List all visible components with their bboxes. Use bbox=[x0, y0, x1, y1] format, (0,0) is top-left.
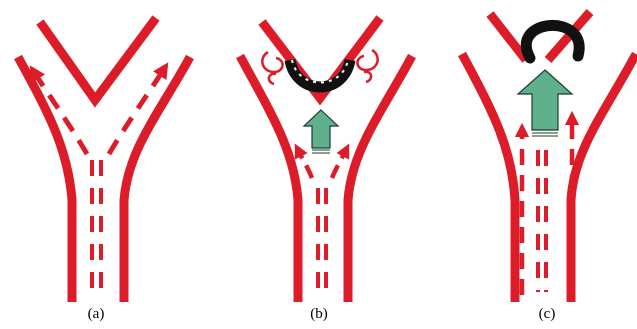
right-outer-wall bbox=[124, 57, 190, 302]
upper-left-branch-stub bbox=[490, 14, 526, 60]
vessel-walls bbox=[18, 18, 190, 302]
inner-wall bbox=[40, 18, 156, 100]
right-flow-arrow bbox=[332, 150, 346, 178]
panel-b-label: (b) bbox=[289, 306, 349, 323]
panel-c-diagram bbox=[462, 12, 636, 302]
vessel-walls bbox=[462, 12, 636, 302]
left-outer-wall bbox=[240, 56, 298, 302]
panel-a-diagram bbox=[18, 18, 190, 302]
stem-dashes bbox=[92, 160, 101, 290]
left-outer-wall bbox=[18, 57, 72, 302]
right-outer-wall bbox=[348, 56, 412, 302]
red-swirls bbox=[262, 50, 377, 84]
convergent-flow-arrows bbox=[298, 150, 346, 178]
stem-dashes bbox=[538, 150, 546, 292]
left-flow-arrow bbox=[298, 150, 312, 178]
panel-a-label: (a) bbox=[66, 306, 126, 323]
panel-c-label: (c) bbox=[517, 306, 577, 323]
stem-dashes bbox=[318, 188, 326, 292]
green-force-arrow bbox=[304, 110, 338, 153]
left-outer-wall bbox=[462, 54, 515, 302]
green-force-arrow bbox=[518, 70, 572, 136]
right-outer-wall bbox=[571, 54, 636, 302]
panel-b-diagram bbox=[240, 18, 412, 302]
